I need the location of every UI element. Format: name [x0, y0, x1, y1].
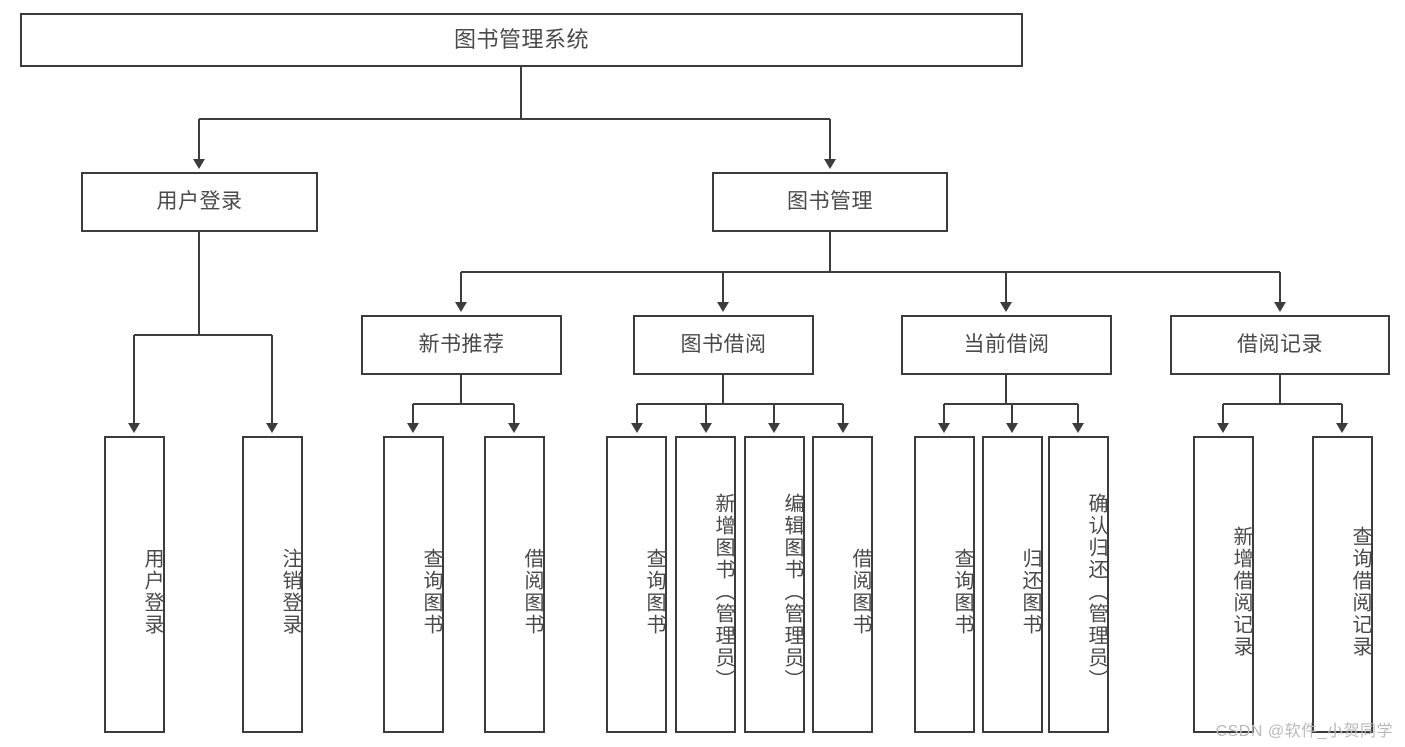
leaf-current-borrow-3-label: 确认归还（管理员）: [1085, 492, 1107, 691]
leaf-book-borrow-4-label: 借阅图书: [849, 547, 871, 636]
leaf-current-borrow-1-label: 查询图书: [951, 547, 973, 636]
node-book-borrow[interactable]: 图书借阅: [633, 315, 814, 375]
node-book-manage[interactable]: 图书管理: [712, 172, 948, 232]
leaf-book-borrow-4[interactable]: 借阅图书: [812, 436, 873, 733]
leaf-new-book-1-label: 查询图书: [420, 547, 442, 636]
leaf-user-login-1-label: 用户登录: [141, 547, 163, 636]
leaf-new-book-2[interactable]: 借阅图书: [484, 436, 545, 733]
leaf-user-login-2[interactable]: 注销登录: [242, 436, 303, 733]
leaf-current-borrow-2[interactable]: 归还图书: [982, 436, 1043, 733]
leaf-user-login-2-label: 注销登录: [279, 547, 301, 636]
leaf-book-borrow-3[interactable]: 编辑图书（管理员）: [744, 436, 805, 733]
node-borrow-record-label: 借阅记录: [1237, 332, 1323, 356]
node-root-label: 图书管理系统: [453, 27, 589, 53]
leaf-borrow-record-2-label: 查询借阅记录: [1349, 525, 1371, 658]
leaf-borrow-record-1-label: 新增借阅记录: [1230, 525, 1252, 658]
node-current-borrow-label: 当前借阅: [963, 332, 1050, 356]
node-user-login[interactable]: 用户登录: [81, 172, 318, 232]
leaf-book-borrow-3-label: 编辑图书（管理员）: [781, 492, 803, 691]
csdn-watermark: CSDN @软件_小贺同学: [1215, 723, 1393, 740]
node-new-book-recommend-label: 新书推荐: [418, 332, 505, 356]
leaf-borrow-record-1[interactable]: 新增借阅记录: [1193, 436, 1254, 733]
leaf-new-book-1[interactable]: 查询图书: [383, 436, 444, 733]
leaf-user-login-1[interactable]: 用户登录: [104, 436, 165, 733]
leaf-new-book-2-label: 借阅图书: [521, 547, 543, 636]
leaf-book-borrow-1-label: 查询图书: [643, 547, 665, 636]
node-book-manage-label: 图书管理: [787, 189, 873, 213]
node-root[interactable]: 图书管理系统: [20, 13, 1023, 67]
leaf-book-borrow-2[interactable]: 新增图书（管理员）: [675, 436, 736, 733]
node-user-login-label: 用户登录: [156, 189, 243, 213]
node-book-borrow-label: 图书借阅: [680, 332, 767, 356]
leaf-book-borrow-2-label: 新增图书（管理员）: [712, 492, 734, 691]
leaf-book-borrow-1[interactable]: 查询图书: [606, 436, 667, 733]
leaf-current-borrow-1[interactable]: 查询图书: [914, 436, 975, 733]
node-new-book-recommend[interactable]: 新书推荐: [361, 315, 562, 375]
leaf-current-borrow-3[interactable]: 确认归还（管理员）: [1048, 436, 1109, 733]
leaf-current-borrow-2-label: 归还图书: [1019, 547, 1041, 636]
node-borrow-record[interactable]: 借阅记录: [1170, 315, 1390, 375]
leaf-borrow-record-2[interactable]: 查询借阅记录: [1312, 436, 1373, 733]
node-current-borrow[interactable]: 当前借阅: [901, 315, 1112, 375]
